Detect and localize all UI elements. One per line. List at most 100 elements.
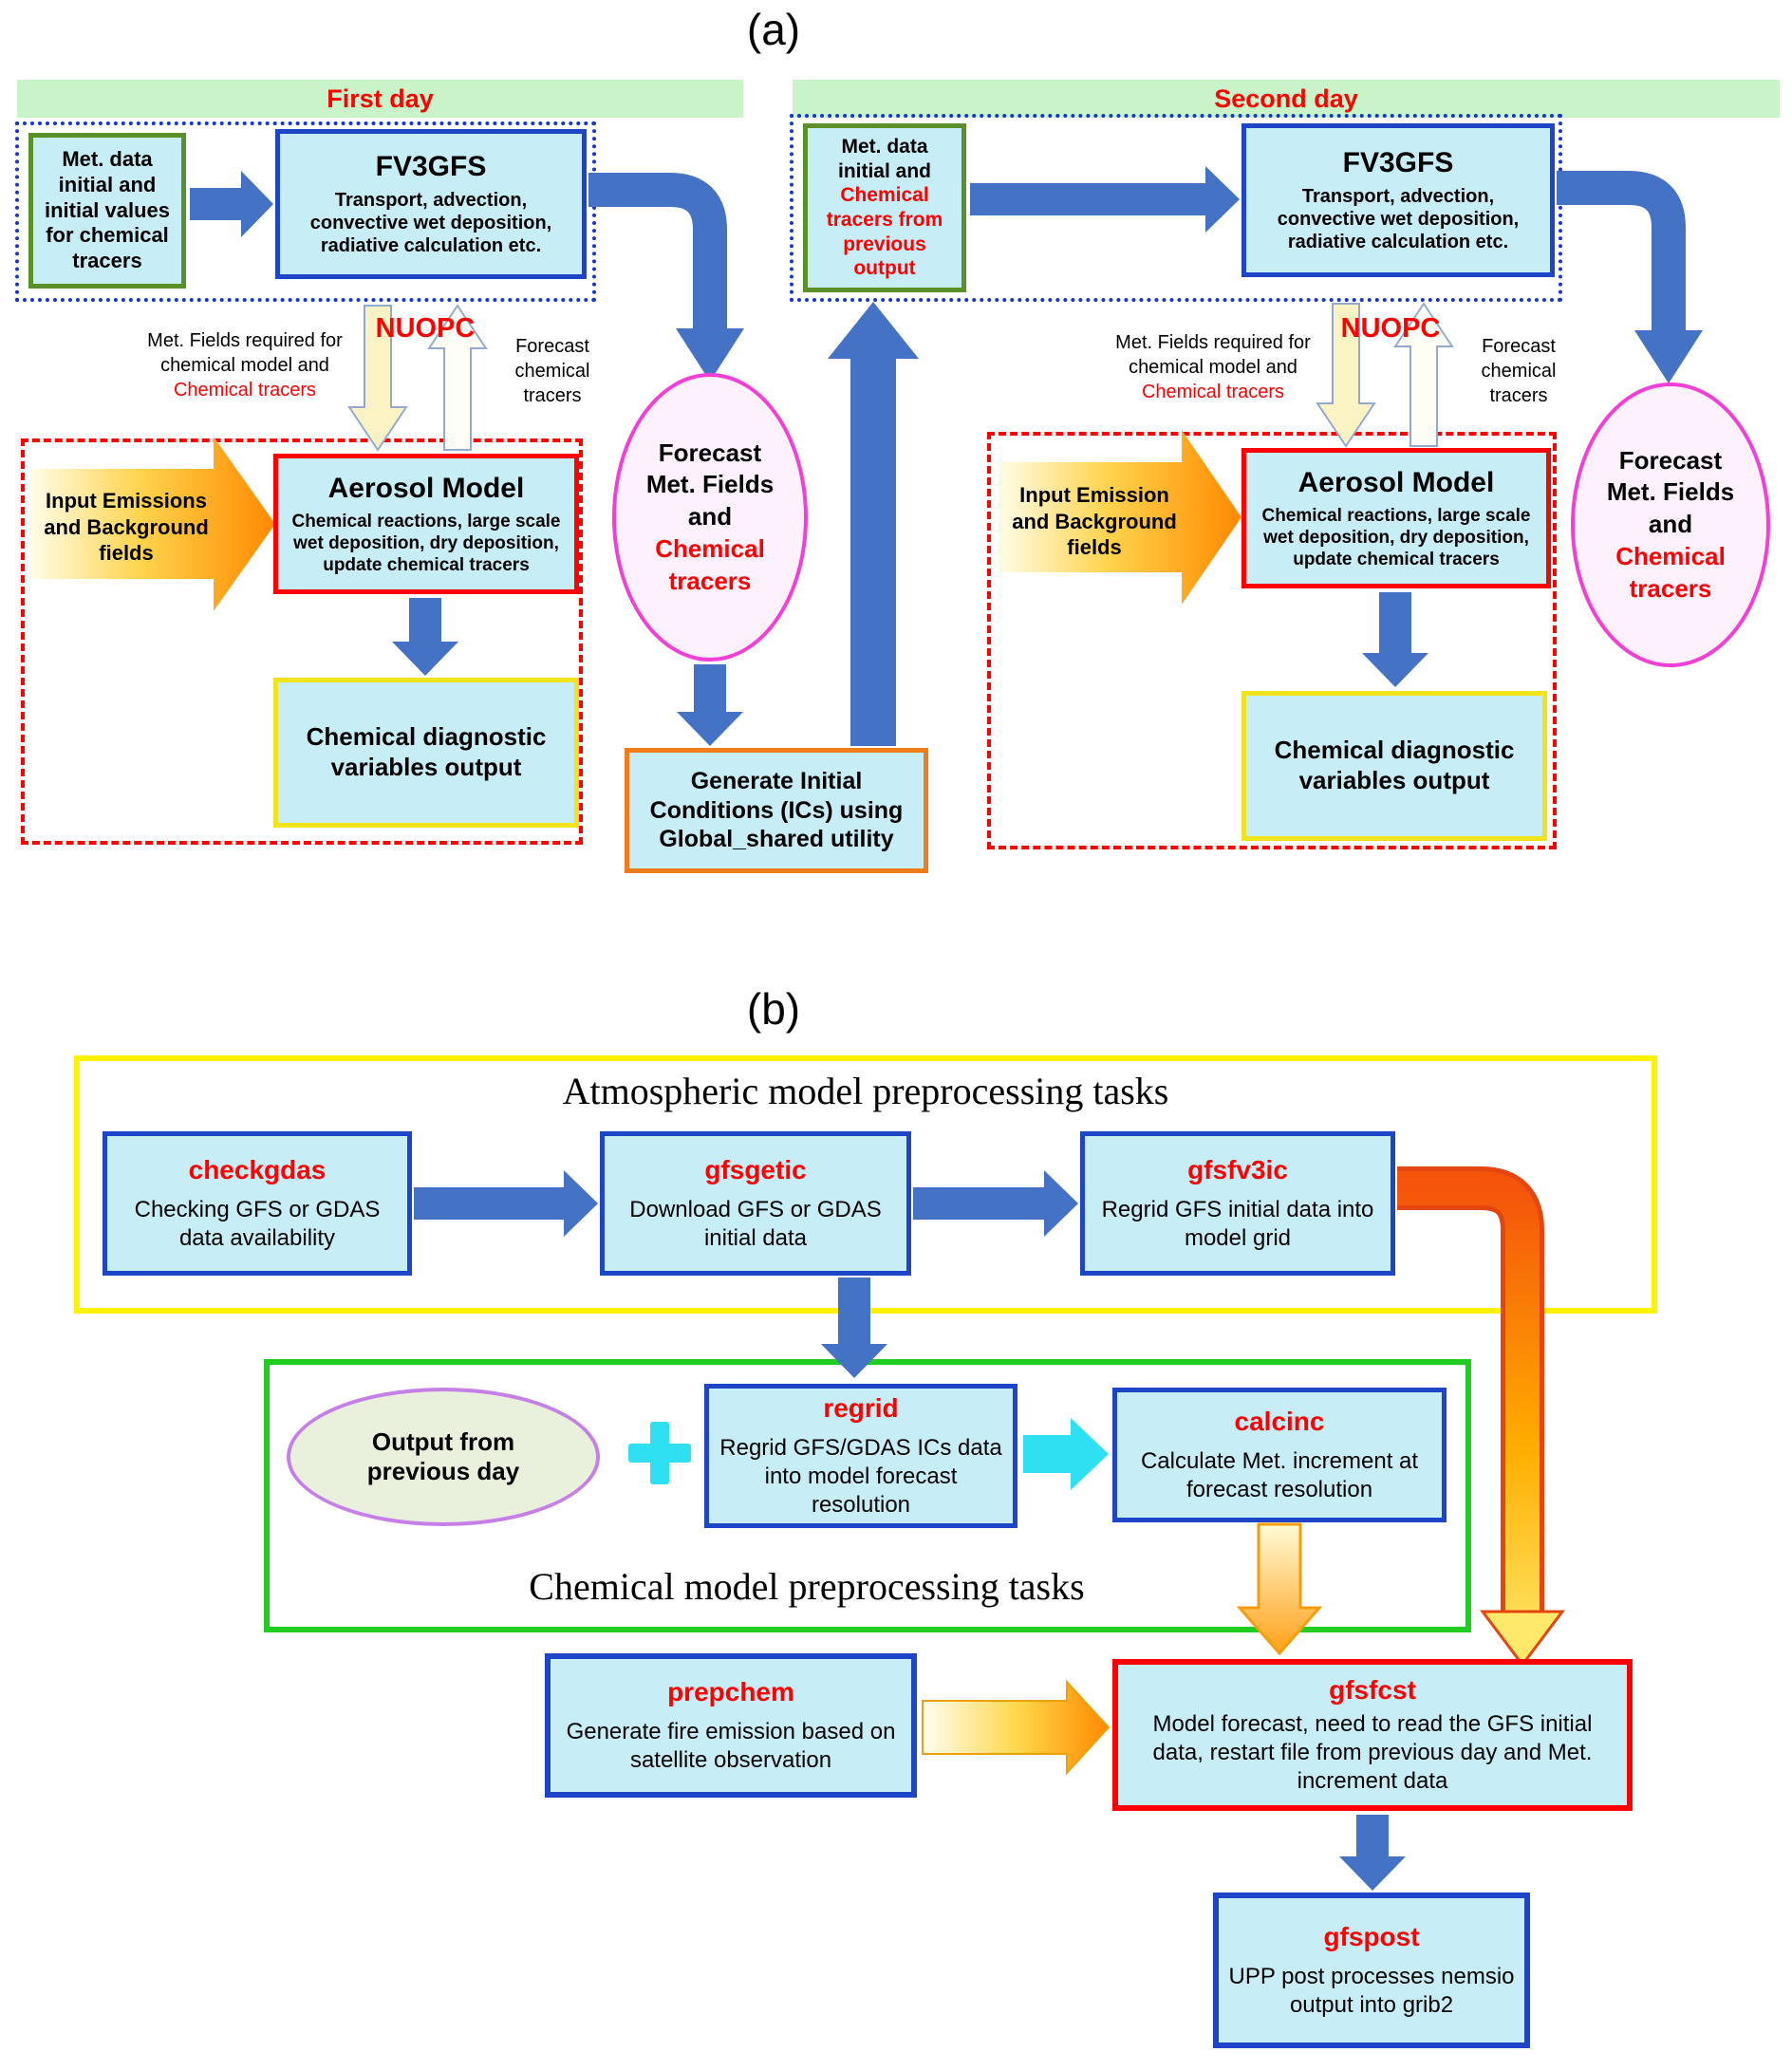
previous-output-ellipse: Output from previous day (287, 1388, 600, 1526)
arrowhead-fv3gfs-to-forecast-day2 (1634, 330, 1703, 383)
gfspost-name: gfspost (1323, 1921, 1420, 1951)
gfsfcst-name: gfsfcst (1329, 1674, 1416, 1705)
plus-icon (628, 1422, 691, 1484)
nuopc-up-arrow-day1 (427, 304, 488, 451)
metdata-box-day2-red: Chemical tracers from previous output (826, 184, 943, 280)
met-fields-label-day1: Met. Fields required for chemical model … (123, 328, 366, 402)
met-fields-label-day2-red: Chemical tracers (1141, 382, 1285, 402)
diagnostic-box-day1-text: Chemical diagnostic variables output (306, 722, 547, 781)
nuopc-label-day2: NUOPC (1340, 313, 1441, 344)
forecast-ellipse-day1-red: Chemical tracers (655, 533, 765, 595)
checkgdas-body: Checking GFS or GDAS data availability (134, 1197, 381, 1252)
arrow-gfsgetic-to-gfsfv3ic (913, 1170, 1078, 1237)
arrow-metdata-to-fv3gfs-day2 (970, 166, 1240, 233)
met-fields-label-day2-black: Met. Fields required for chemical model … (1115, 332, 1311, 378)
first-day-header-bar: First day (17, 80, 743, 118)
first-day-dotted-frame (15, 121, 596, 302)
checkgdas-name: checkgdas (188, 1154, 327, 1184)
second-day-header-label: Second day (1214, 84, 1358, 113)
arrowhead-fv3gfs-to-forecast-day1 (676, 328, 744, 382)
forecast-ellipse-day2-black: Forecast Met. Fields and (1606, 445, 1735, 539)
aerosol-model-box-day1: Aerosol Model Chemical reactions, large … (273, 454, 579, 594)
regrid-body: Regrid GFS/GDAS ICs data into model fore… (719, 1435, 1002, 1519)
arrow-forecast-to-generateic (677, 664, 743, 746)
emissions-arrow-day1 (30, 437, 275, 611)
arrow-aerosol-to-diagnostic-day1 (392, 598, 458, 676)
gfsfcst-body: Model forecast, need to read the GFS ini… (1152, 1711, 1593, 1795)
nuopc-down-arrow-day2 (1316, 303, 1376, 448)
diagnostic-box-day2-text: Chemical diagnostic variables output (1274, 736, 1515, 794)
arrow-prepchem-to-gfsfcst (922, 1679, 1111, 1776)
nuopc-label-day1: NUOPC (375, 313, 476, 344)
arrow-gfsfcst-to-gfspost (1339, 1815, 1406, 1891)
second-day-aerosol-dashed-frame (987, 432, 1557, 849)
met-fields-label-day1-red: Chemical tracers (173, 380, 317, 401)
fv3gfs-box-day1: FV3GFS Transport, advection, convective … (275, 129, 587, 279)
forecast-ellipse-day1: Forecast Met. Fields and Chemical tracer… (612, 373, 808, 662)
gfsfv3ic-box: gfsfv3ic Regrid GFS initial data into mo… (1080, 1131, 1395, 1276)
forecast-ellipse-day1-black: Forecast Met. Fields and (645, 438, 775, 531)
aerosol-body-day2: Chemical reactions, large scale wet depo… (1261, 505, 1531, 569)
first-day-aerosol-dashed-frame (21, 438, 583, 845)
nuopc-up-arrow-day2 (1393, 302, 1454, 447)
panel-b-label: (b) (746, 984, 801, 1034)
arrow-metdata-to-fv3gfs-day1 (190, 171, 273, 237)
metdata-box-day2: Met. data initial and Chemical tracers f… (803, 123, 966, 292)
second-day-header-bar: Second day (793, 80, 1780, 118)
aerosol-title-day1: Aerosol Model (327, 472, 525, 504)
generate-ic-box: Generate Initial Conditions (ICs) using … (625, 748, 928, 873)
emissions-label-day1: Input Emissions and Background fields (44, 489, 209, 565)
arrow-aerosol-to-diagnostic-day2 (1362, 592, 1428, 687)
fv3gfs-body-day2: Transport, advection, convective wet dep… (1277, 185, 1520, 253)
arrow-gfsgetic-to-regrid (821, 1277, 887, 1378)
previous-output-ellipse-text: Output from previous day (366, 1427, 520, 1485)
emissions-label-day2: Input Emission and Background fields (1012, 483, 1177, 559)
metdata-box-day2-text: Met. data initial and Chemical tracers f… (817, 135, 952, 281)
arrow-calcinc-to-gfsfcst (1236, 1522, 1323, 1656)
gfsfv3ic-body: Regrid GFS initial data into model grid (1101, 1197, 1374, 1252)
gfsfcst-box: gfsfcst Model forecast, need to read the… (1112, 1659, 1633, 1811)
chemical-section-title: Chemical model preprocessing tasks (529, 1565, 1085, 1608)
fv3gfs-box-day2: FV3GFS Transport, advection, convective … (1241, 123, 1555, 277)
forecast-ellipse-day2-red: Chemical tracers (1615, 541, 1726, 603)
forecast-tracers-label-day1: Forecast chemical tracers (514, 336, 590, 406)
aerosol-body-day1: Chemical reactions, large scale wet depo… (291, 511, 561, 575)
gfspost-box: gfspost UPP post processes nemsio output… (1213, 1893, 1530, 2048)
gfsgetic-name: gfsgetic (704, 1154, 807, 1184)
gfspost-body: UPP post processes nemsio output into gr… (1228, 1964, 1515, 2019)
panel-a-label: (a) (746, 5, 801, 54)
arrow-gfsfv3ic-to-gfsfcst (1397, 1171, 1540, 1619)
aerosol-title-day2: Aerosol Model (1297, 466, 1495, 498)
checkgdas-box: checkgdas Checking GFS or GDAS data avai… (103, 1131, 412, 1276)
prepchem-name: prepchem (667, 1676, 794, 1706)
metdata-box-day1-text: Met. data initial and initial values for… (44, 146, 171, 273)
first-day-header-label: First day (327, 84, 434, 113)
forecast-tracers-label-day2: Forecast chemical tracers (1481, 336, 1557, 406)
arrow-fv3gfs-to-forecast-day1 (588, 173, 727, 332)
metdata-box-day2-black: Met. data initial and (837, 136, 931, 182)
prepchem-body: Generate fire emission based on satellit… (566, 1719, 896, 1774)
arrow-fv3gfs-to-forecast-day2 (1557, 171, 1686, 334)
emissions-arrow-day2 (999, 430, 1241, 605)
fv3gfs-title-day1: FV3GFS (375, 151, 487, 183)
gfsfv3ic-name: gfsfv3ic (1187, 1154, 1288, 1184)
calcinc-box: calcinc Calculate Met. increment at fore… (1112, 1388, 1447, 1522)
forecast-ellipse-day2: Forecast Met. Fields and Chemical tracer… (1571, 382, 1770, 667)
aerosol-model-box-day2: Aerosol Model Chemical reactions, large … (1241, 448, 1551, 588)
nuopc-down-arrow-day1 (347, 305, 408, 452)
diagnostic-box-day2: Chemical diagnostic variables output (1241, 691, 1547, 841)
gfsgetic-box: gfsgetic Download GFS or GDAS initial da… (600, 1131, 911, 1276)
arrow-regrid-to-calcinc (1023, 1418, 1109, 1490)
generate-ic-text: Generate Initial Conditions (ICs) using … (649, 768, 904, 853)
arrow-generateic-to-metdata-day2 (828, 302, 919, 746)
atmospheric-section-title: Atmospheric model preprocessing tasks (562, 1070, 1169, 1112)
fv3gfs-body-day1: Transport, advection, convective wet dep… (309, 189, 552, 257)
regrid-box: regrid Regrid GFS/GDAS ICs data into mod… (704, 1384, 1017, 1528)
second-day-dotted-frame (790, 114, 1562, 302)
gfsgetic-body: Download GFS or GDAS initial data (629, 1197, 882, 1252)
calcinc-body: Calculate Met. increment at forecast res… (1140, 1448, 1419, 1503)
arrowhead-gfsfv3ic-to-gfsfcst (1480, 1610, 1565, 1668)
fv3gfs-title-day2: FV3GFS (1342, 147, 1454, 179)
met-fields-label-day1-black: Met. Fields required for chemical model … (147, 330, 343, 376)
diagnostic-box-day1: Chemical diagnostic variables output (273, 678, 579, 828)
